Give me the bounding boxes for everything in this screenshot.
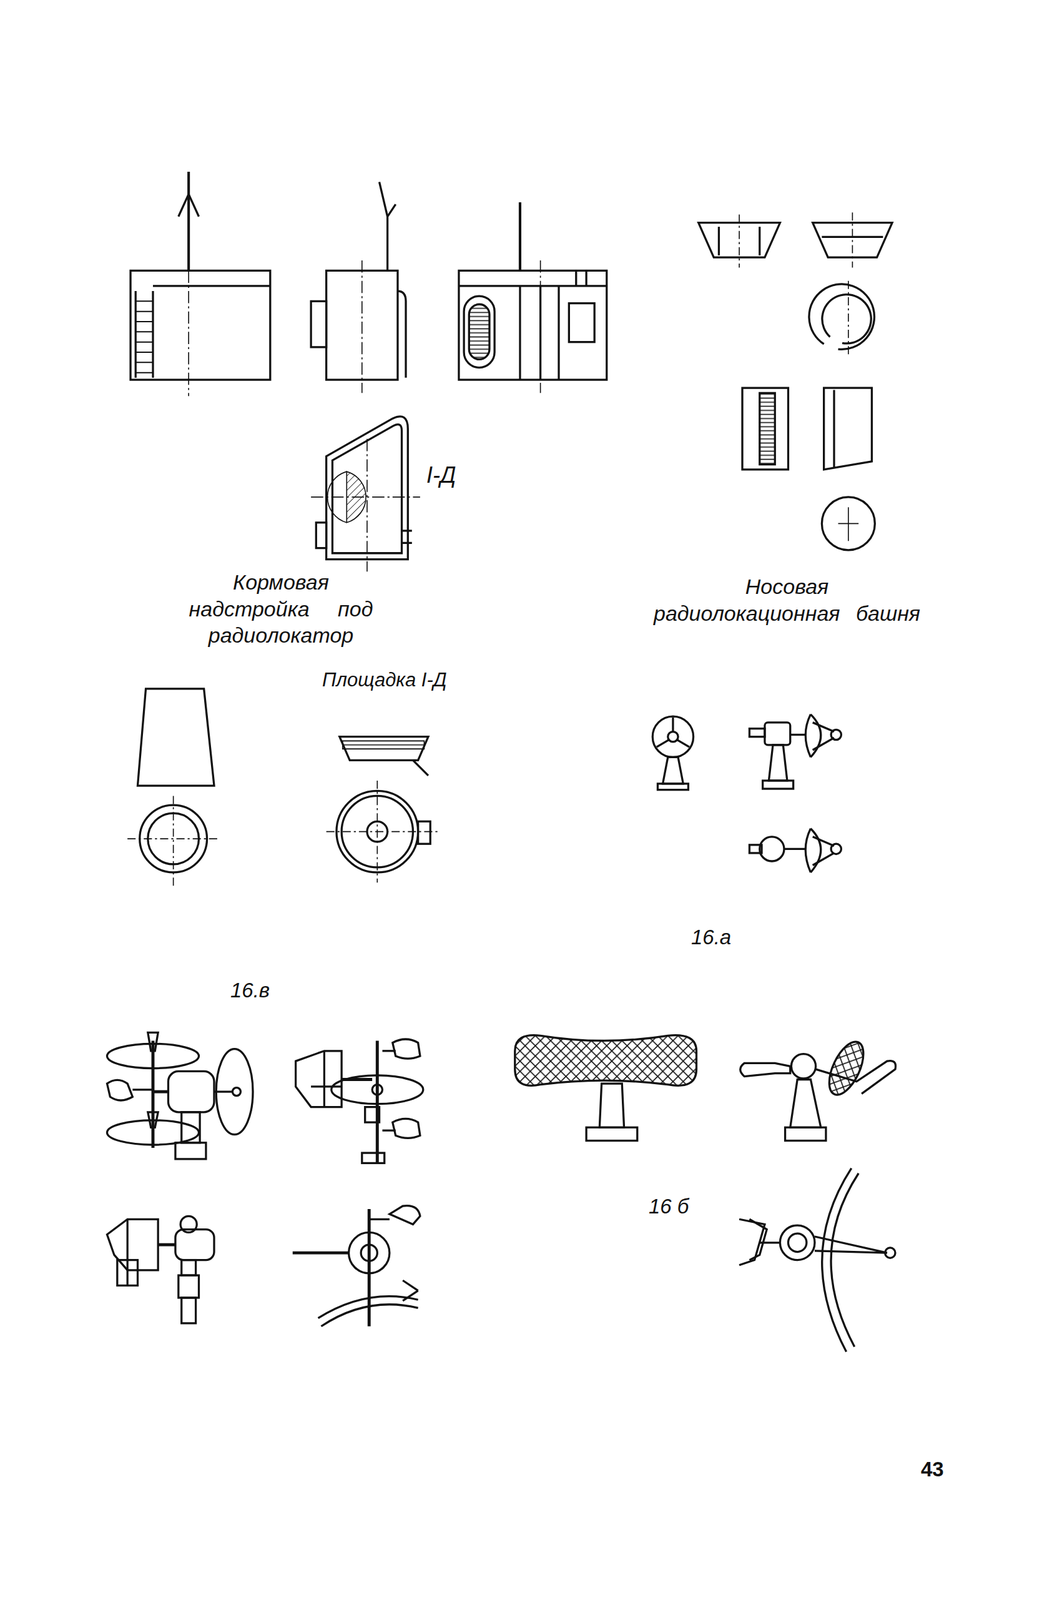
radar-16v [106,1032,423,1326]
bow-radar-tower [698,212,893,551]
aft-superstructure [130,171,607,572]
radar-16b [515,1035,896,1352]
caption: Кормовая надстройка под радиолокатор [161,568,401,649]
figure-number: 16 б [648,1193,689,1219]
platform-parts [127,688,439,888]
section-mark: І-Д [426,460,456,489]
page-number: 43 [920,1455,944,1482]
radar-16a [652,714,841,873]
part-name: Площадка І-Д [322,668,448,693]
figure-number: 16.в [230,977,270,1003]
figure-number: 16.а [691,923,732,950]
caption: Носовая радиолокационная башня [644,573,930,627]
